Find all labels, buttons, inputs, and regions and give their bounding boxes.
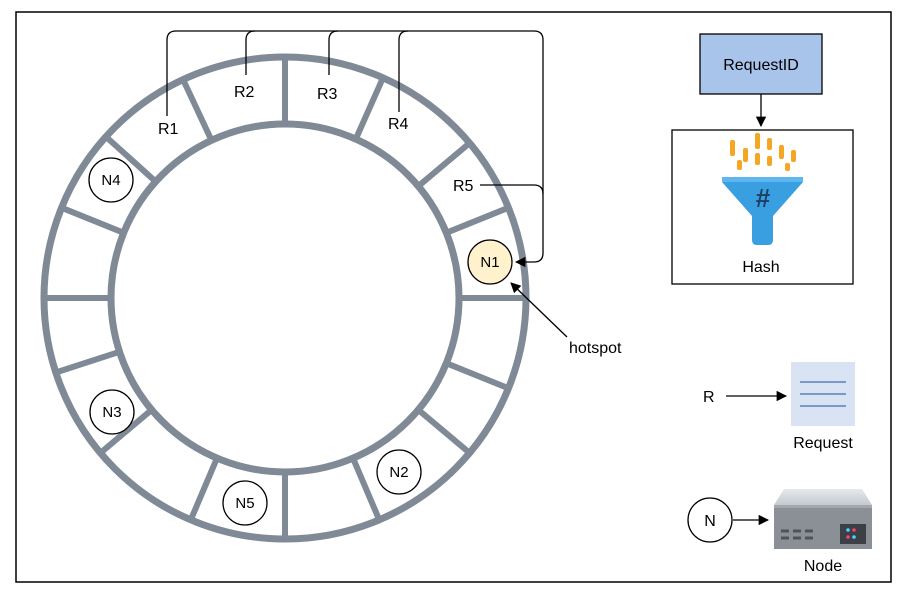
node-label-n5: N5 — [235, 495, 254, 512]
hotspot-arrow — [510, 282, 568, 338]
ring-inner — [107, 120, 463, 476]
ring-divider — [98, 407, 154, 456]
ring-divider — [416, 140, 472, 189]
request-id-box — [699, 33, 823, 95]
request-label-r4: R4 — [388, 116, 409, 133]
hash-ring — [40, 53, 530, 543]
ring-nodes: N4 N1 N3 N5 N2 — [88, 157, 513, 526]
route-r1 — [166, 30, 544, 268]
request-routes — [166, 30, 568, 338]
ring-divider — [445, 360, 510, 392]
ring-divider — [54, 348, 121, 376]
diagram-frame — [15, 11, 892, 583]
ring-divider — [350, 457, 382, 521]
legend-node-circle — [687, 497, 733, 543]
ring-divider — [416, 407, 472, 456]
route-r5 — [480, 184, 544, 195]
node-n1-hotspot: N1 — [467, 239, 513, 285]
node-label-n2: N2 — [389, 464, 408, 481]
request-labels: R1 R2 R3 R4 R5 — [158, 84, 474, 195]
hash-pipeline: RequestID # Hash — [671, 33, 854, 285]
node-n4: N4 — [88, 157, 134, 203]
server-icon — [774, 489, 872, 549]
legend-node-label: Node — [804, 558, 842, 575]
ring-divider — [103, 134, 158, 184]
ring-divider — [60, 204, 125, 236]
node-label-n1: N1 — [480, 254, 499, 271]
ring-divider — [188, 457, 220, 521]
route-r4 — [398, 30, 409, 112]
legend-node-symbol: N — [704, 513, 716, 530]
request-label-r1: R1 — [158, 121, 179, 138]
document-icon — [791, 362, 855, 426]
legend-request: R Request — [703, 362, 855, 452]
node-n3: N3 — [89, 389, 135, 435]
legend-request-symbol: R — [703, 389, 715, 406]
ring-divider — [445, 204, 510, 236]
ring-outer — [40, 53, 530, 543]
route-r3 — [328, 30, 339, 75]
funnel-hash-icon: # — [722, 133, 803, 245]
hash-label: Hash — [742, 259, 779, 276]
ring-dividers — [44, 57, 526, 539]
node-label-n3: N3 — [102, 404, 121, 421]
hotspot-label: hotspot — [569, 340, 622, 357]
node-n2: N2 — [376, 449, 422, 495]
legend-request-label: Request — [793, 435, 853, 452]
request-id-label: RequestID — [723, 57, 799, 74]
ring-divider — [353, 76, 386, 141]
request-label-r5: R5 — [453, 178, 474, 195]
hash-symbol-icon: # — [756, 183, 771, 213]
ring-divider — [180, 78, 215, 142]
request-label-r3: R3 — [317, 86, 338, 103]
node-n5: N5 — [222, 480, 268, 526]
route-r2 — [245, 30, 256, 75]
request-label-r2: R2 — [234, 84, 255, 101]
node-label-n4: N4 — [101, 172, 120, 189]
legend-node: N Node — [687, 489, 872, 575]
